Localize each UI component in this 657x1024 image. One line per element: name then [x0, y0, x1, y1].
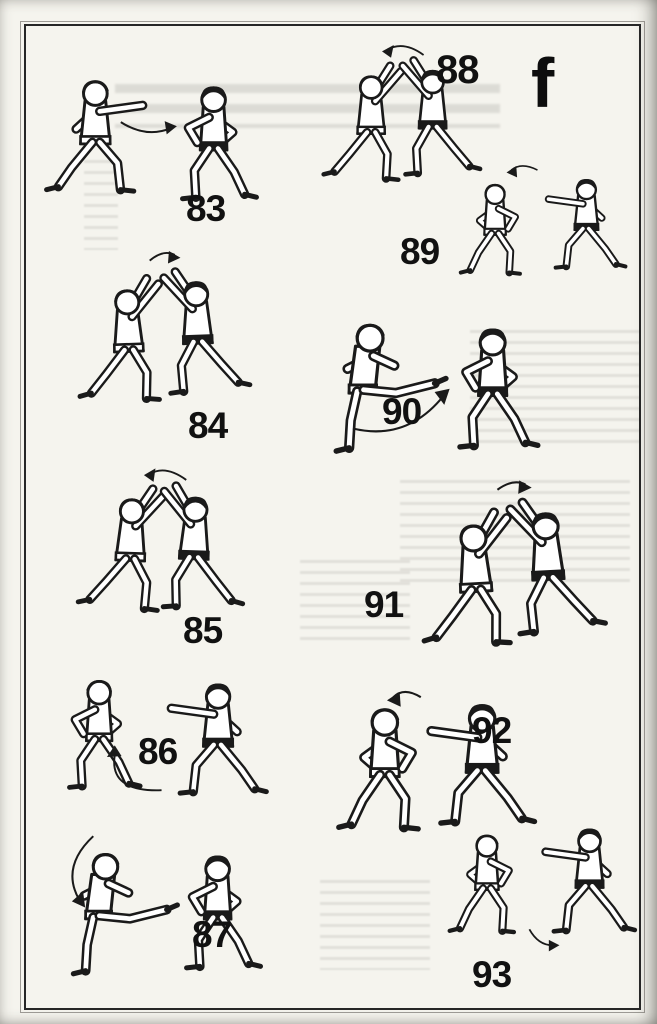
- figure-90-number: 90: [382, 391, 422, 432]
- figure-91-number: 91: [364, 584, 404, 625]
- figure-88-number: 88: [436, 48, 479, 92]
- figure-92-number: 92: [472, 710, 512, 751]
- figure-84-illustration: [42, 232, 292, 447]
- figure-85-illustration: [42, 448, 292, 658]
- karate-sparring-drawing: [296, 690, 571, 882]
- karate-sparring-drawing: [42, 251, 292, 447]
- karate-sparring-drawing: [438, 165, 650, 333]
- figure-92-illustration: [296, 652, 571, 882]
- karate-sparring-drawing: [26, 835, 291, 1013]
- page-border-frame: [24, 24, 641, 1010]
- karate-sparring-drawing: [42, 468, 292, 658]
- karate-sparring-drawing: [425, 748, 655, 952]
- figure-87-illustration: [26, 798, 291, 1013]
- karate-sparring-drawing: [24, 40, 289, 245]
- figure-86-illustration: [36, 642, 291, 837]
- figure-84-number: 84: [188, 405, 228, 446]
- karate-sparring-drawing: [378, 480, 648, 688]
- page-border-frame-inner: [20, 21, 645, 1013]
- figure-93-number: 93: [472, 954, 512, 995]
- figure-87-number: 87: [192, 914, 232, 955]
- figure-89-illustration: [438, 118, 650, 333]
- figure-83-number: 83: [186, 188, 226, 229]
- figure-83-illustration: [24, 40, 289, 245]
- figure-86-number: 86: [138, 731, 178, 772]
- figure-93-illustration: [425, 748, 655, 1008]
- section-letter: f: [531, 44, 554, 122]
- figure-85-number: 85: [183, 610, 223, 651]
- figure-90-illustration: [286, 278, 566, 493]
- figure-89-number: 89: [400, 231, 440, 272]
- figure-91-illustration: [378, 468, 648, 688]
- figure-88-illustration: [288, 28, 523, 223]
- karate-sparring-drawing: [36, 642, 291, 837]
- karate-sparring-drawing: [286, 278, 566, 493]
- karate-sparring-drawing: [288, 45, 523, 223]
